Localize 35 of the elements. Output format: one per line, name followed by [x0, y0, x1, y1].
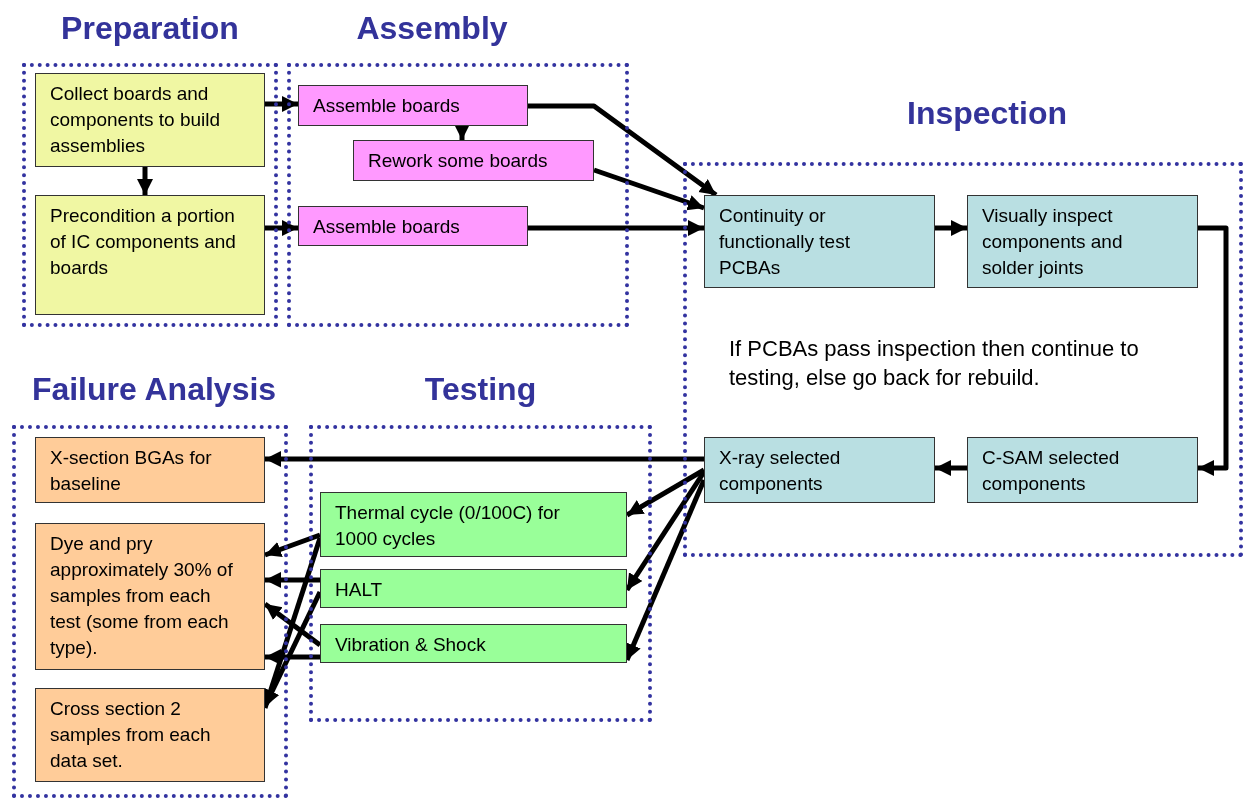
arrow	[593, 167, 705, 211]
arrow	[265, 572, 320, 588]
process-box: X-section BGAs for baseline	[35, 437, 265, 503]
arrow	[265, 451, 704, 467]
process-box: Cross section 2 samples from each data set.	[35, 688, 265, 782]
process-box: X-ray selected components	[704, 437, 935, 503]
process-box: Assemble boards	[298, 85, 528, 126]
group-heading: Preparation	[61, 9, 239, 47]
arrow	[137, 167, 153, 195]
arrow	[625, 467, 706, 518]
arrow	[935, 220, 967, 236]
process-box: Thermal cycle (0/100C) for 1000 cycles	[320, 492, 627, 557]
arrow	[454, 124, 470, 140]
process-box: Continuity or functionally test PCBAs	[704, 195, 935, 288]
process-box: HALT	[320, 569, 627, 608]
arrow	[264, 532, 321, 558]
arrow	[265, 649, 320, 665]
process-box: Rework some boards	[353, 140, 594, 181]
arrow	[265, 96, 298, 112]
process-box: C-SAM selected components	[967, 437, 1198, 503]
arrow	[528, 220, 704, 236]
arrow	[263, 602, 322, 647]
process-box: Dye and pry approximately 30% of samples from each test (some from each type).	[35, 523, 265, 670]
process-box: Vibration & Shock	[320, 624, 627, 663]
group-heading: Inspection	[907, 94, 1067, 132]
group-heading: Failure Analysis	[31, 370, 277, 408]
process-box: Precondition a portion of IC components and boards	[35, 195, 265, 315]
note-text: If PCBAs pass inspection then continue to testing, else go back for rebuild.	[729, 335, 1140, 392]
process-box: Collect boards and components to build assemblies	[35, 73, 265, 167]
process-box: Visually inspect components and solder joints	[967, 195, 1198, 288]
arrow	[1198, 225, 1229, 476]
group-heading: Testing	[424, 370, 537, 408]
arrow	[935, 460, 967, 476]
process-box: Assemble boards	[298, 206, 528, 246]
group-heading: Assembly	[356, 9, 508, 47]
